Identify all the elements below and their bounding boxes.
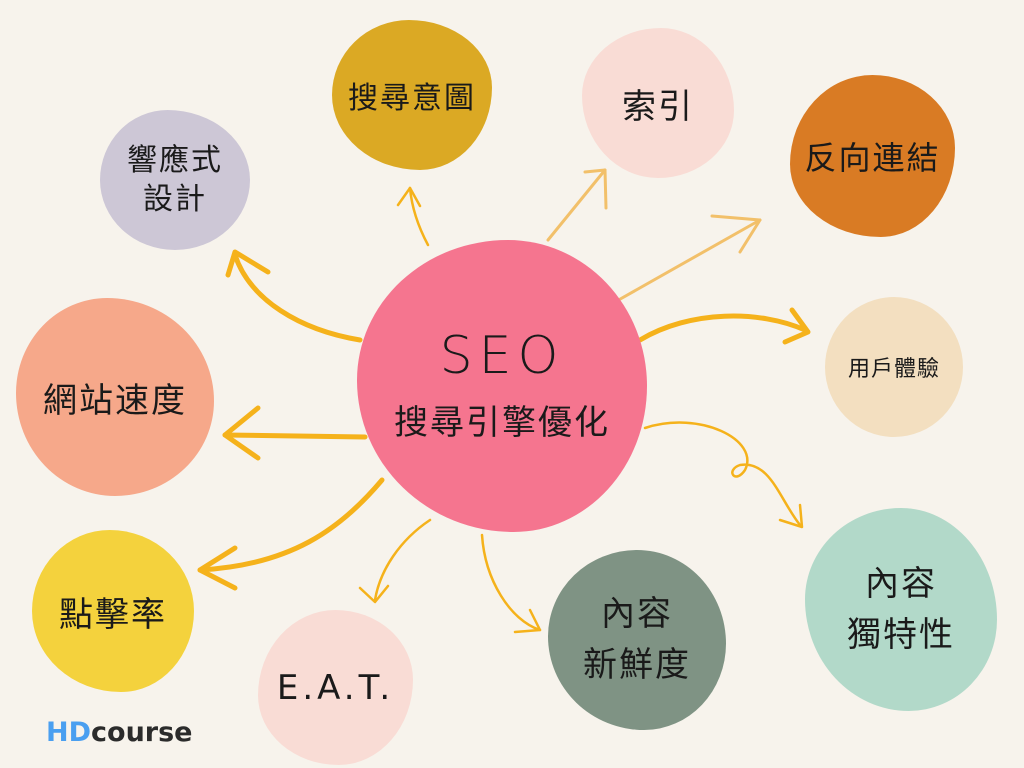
arrow-index — [546, 168, 607, 242]
arrow-ux — [637, 313, 808, 343]
node-backlinks: 反向連結 — [790, 75, 955, 237]
center-node-seo: SEO 搜尋引擎優化 — [357, 240, 647, 532]
logo-course: course — [91, 717, 193, 748]
node-label-line1: 內容 — [865, 563, 937, 604]
node-content-uniqueness: 內容獨特性 — [805, 508, 997, 711]
center-subtitle: 搜尋引擎優化 — [394, 403, 610, 444]
arrow-speed — [222, 432, 368, 440]
node-label: 點擊率 — [59, 594, 167, 635]
node-indexing: 索引 — [582, 28, 734, 178]
center-title: SEO — [439, 325, 565, 386]
arrow-ctr — [197, 477, 385, 573]
node-label-line2: 新鮮度 — [583, 645, 691, 685]
arrow-intent — [408, 186, 430, 247]
node-label: 索引 — [622, 86, 694, 127]
node-label: 網站速度 — [43, 380, 187, 421]
logo-hd: HD — [46, 717, 92, 748]
node-label: E.A.T. — [276, 667, 395, 708]
arrow-unique — [643, 421, 802, 527]
node-eat: E.A.T. — [258, 610, 413, 765]
node-ctr: 點擊率 — [32, 530, 194, 692]
arrow-eat — [373, 518, 432, 602]
node-label-line1: 內容 — [601, 594, 673, 634]
node-label-line2: 獨特性 — [847, 614, 955, 655]
node-label-line1: 響應式 — [127, 143, 223, 178]
node-label: 反向連結 — [804, 139, 941, 177]
node-user-experience: 用戶體驗 — [825, 297, 963, 437]
node-label: 用戶體驗 — [847, 357, 940, 382]
arrow-backlinks — [613, 218, 762, 304]
arrow-fresh — [480, 533, 542, 632]
arrow-responsive — [232, 252, 363, 343]
node-label: 搜尋意圖 — [348, 81, 476, 116]
node-site-speed: 網站速度 — [16, 298, 214, 496]
node-responsive-design: 響應式設計 — [100, 110, 250, 250]
node-label-line2: 設計 — [143, 182, 207, 217]
node-search-intent: 搜尋意圖 — [332, 20, 492, 170]
node-content-freshness: 內容新鮮度 — [548, 550, 726, 730]
